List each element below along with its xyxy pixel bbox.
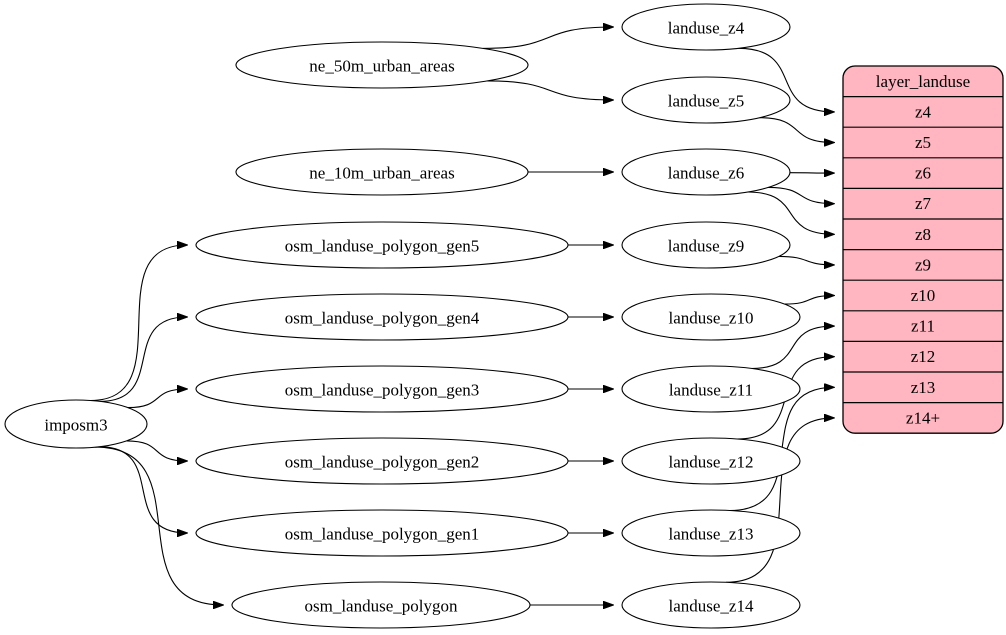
node-osm_landuse_polygon_gen3[interactable]: osm_landuse_polygon_gen3 — [195, 365, 569, 413]
node-landuse_z5[interactable]: landuse_z5 — [621, 76, 791, 124]
edge-landuse_z4-to-layer_landuse-z4 — [738, 47, 834, 112]
nodes-layer: imposm3 ne_50m_urban_areas ne_10m_urban_ar… — [4, 3, 801, 629]
node-shape-view — [621, 148, 791, 196]
node-label: osm_landuse_polygon_gen2 — [285, 453, 480, 472]
layer-table-cell-label: z13 — [911, 378, 936, 397]
node-shape-view — [621, 76, 791, 124]
node-osm_landuse_polygon_gen5[interactable]: osm_landuse_polygon_gen5 — [195, 221, 569, 269]
node-label: landuse_z5 — [668, 92, 744, 111]
node-label: landuse_z13 — [669, 525, 754, 544]
layer-table-cell-label: z7 — [915, 194, 932, 213]
node-label: osm_landuse_polygon_gen4 — [285, 309, 480, 328]
node-landuse_z6[interactable]: landuse_z6 — [621, 148, 791, 196]
layer-table-cell-label: z6 — [915, 164, 931, 183]
edge-imposm3-to-osm_landuse_polygon_gen2 — [126, 440, 187, 461]
layer-table-cell-label: z12 — [911, 347, 936, 366]
layer-table-cell-label: z8 — [915, 225, 931, 244]
node-label: landuse_z12 — [669, 453, 754, 472]
edge-landuse_z14-to-layer_landuse-z14+ — [725, 418, 834, 583]
node-shape-table-in — [231, 581, 531, 629]
edge-imposm3-to-osm_landuse_polygon — [94, 446, 223, 605]
node-shape-view — [621, 221, 791, 269]
edge-landuse_z6-to-layer_landuse-z8 — [747, 191, 834, 234]
node-shape-table-in — [195, 293, 569, 341]
layer-table-cell-label: z4 — [915, 102, 932, 121]
edge-imposm3-to-osm_landuse_polygon_gen4 — [99, 317, 188, 402]
node-label: landuse_z14 — [669, 597, 754, 616]
node-ne_10m_urban_areas[interactable]: ne_10m_urban_areas — [235, 148, 529, 196]
node-shape-table-in — [235, 41, 529, 89]
layer-table-cell-label: z5 — [915, 133, 931, 152]
edge-ne_50m_urban_areas-to-landuse_z5 — [487, 80, 613, 100]
node-shape-table-in — [195, 509, 569, 557]
layer-landuse-table[interactable]: layer_landuse z4 z5 z6 z7 z8 z9 z10 z11 z12 z13 z14… — [842, 65, 1004, 434]
node-shape-table-in — [235, 148, 529, 196]
edge-landuse_z11-to-layer_landuse-z11 — [751, 326, 834, 370]
node-shape-view — [621, 3, 791, 51]
node-ne_50m_urban_areas[interactable]: ne_50m_urban_areas — [235, 41, 529, 89]
node-label: ne_10m_urban_areas — [309, 164, 454, 183]
node-shape-view — [621, 365, 801, 413]
node-imposm3[interactable]: imposm3 — [4, 399, 148, 449]
node-shape-view — [621, 437, 801, 485]
node-landuse_z11[interactable]: landuse_z11 — [621, 365, 801, 413]
node-shape-source — [4, 399, 148, 449]
layer-table-cell-label: z10 — [911, 286, 936, 305]
edge-landuse_z5-to-layer_landuse-z5 — [759, 117, 834, 143]
node-label: osm_landuse_polygon_gen1 — [285, 525, 480, 544]
node-label: osm_landuse_polygon_gen5 — [285, 237, 480, 256]
node-label: ne_50m_urban_areas — [309, 57, 454, 76]
layer-table-cell-label: z9 — [915, 255, 931, 274]
node-landuse_z4[interactable]: landuse_z4 — [621, 3, 791, 51]
layer-table-header: layer_landuse — [876, 72, 970, 91]
node-landuse_z9[interactable]: landuse_z9 — [621, 221, 791, 269]
node-label: landuse_z11 — [669, 381, 753, 400]
node-shape-view — [621, 509, 801, 557]
node-shape-table-in — [195, 365, 569, 413]
node-landuse_z10[interactable]: landuse_z10 — [621, 293, 801, 341]
node-label: landuse_z10 — [669, 309, 754, 328]
node-label: landuse_z4 — [668, 19, 745, 38]
edge-imposm3-to-osm_landuse_polygon_gen3 — [127, 389, 187, 409]
node-label: landuse_z6 — [668, 164, 744, 183]
node-osm_landuse_polygon[interactable]: osm_landuse_polygon — [231, 581, 531, 629]
node-label: osm_landuse_polygon — [305, 597, 458, 616]
node-label: imposm3 — [44, 416, 107, 435]
node-shape-table-in — [195, 221, 569, 269]
node-osm_landuse_polygon_gen1[interactable]: osm_landuse_polygon_gen1 — [195, 509, 569, 557]
edge-ne_50m_urban_areas-to-landuse_z4 — [482, 27, 613, 49]
node-label: landuse_z9 — [668, 237, 744, 256]
edge-landuse_z10-to-layer_landuse-z10 — [784, 296, 834, 305]
edge-landuse_z9-to-layer_landuse-z9 — [778, 255, 834, 265]
node-osm_landuse_polygon_gen4[interactable]: osm_landuse_polygon_gen4 — [195, 293, 569, 341]
node-shape-view — [621, 293, 801, 341]
node-landuse_z13[interactable]: landuse_z13 — [621, 509, 801, 557]
edge-landuse_z6-to-layer_landuse-z7 — [768, 186, 834, 203]
node-label: osm_landuse_polygon_gen3 — [285, 381, 480, 400]
edge-imposm3-to-osm_landuse_polygon_gen5 — [90, 245, 187, 402]
node-shape-table-in — [195, 437, 569, 485]
node-landuse_z12[interactable]: landuse_z12 — [621, 437, 801, 485]
node-landuse_z14[interactable]: landuse_z14 — [621, 581, 801, 629]
node-shape-view — [621, 581, 801, 629]
layer-table-cell-label: z11 — [911, 317, 935, 336]
layer-table-cell-label: z14+ — [906, 408, 940, 427]
node-osm_landuse_polygon_gen2[interactable]: osm_landuse_polygon_gen2 — [195, 437, 569, 485]
